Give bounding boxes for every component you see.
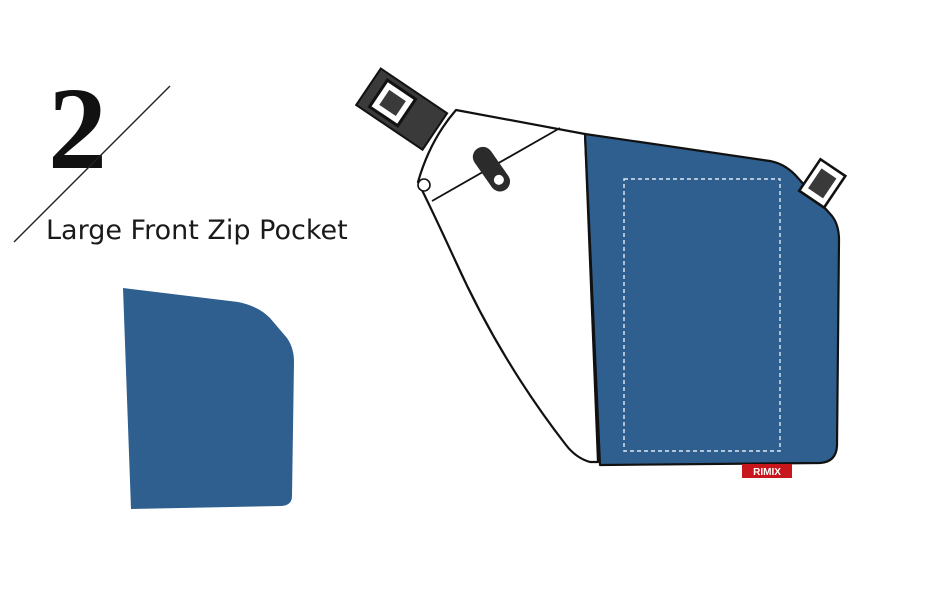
feature-caption: Large Front Zip Pocket [46,215,348,246]
buckle-right-icon [797,157,848,210]
front-pocket-panel [583,132,841,467]
zipper-pull-icon [472,146,511,192]
divider-line [13,85,171,243]
strap-ring [417,178,431,192]
buckle-left-icon [354,67,449,152]
zip-pocket-outline [623,178,781,452]
pocket-panel-shape [123,288,294,509]
bag-body [416,108,600,464]
step-number: 2 [48,63,107,194]
brand-label-bg [742,464,792,478]
brand-label: RIMIX [753,467,781,478]
